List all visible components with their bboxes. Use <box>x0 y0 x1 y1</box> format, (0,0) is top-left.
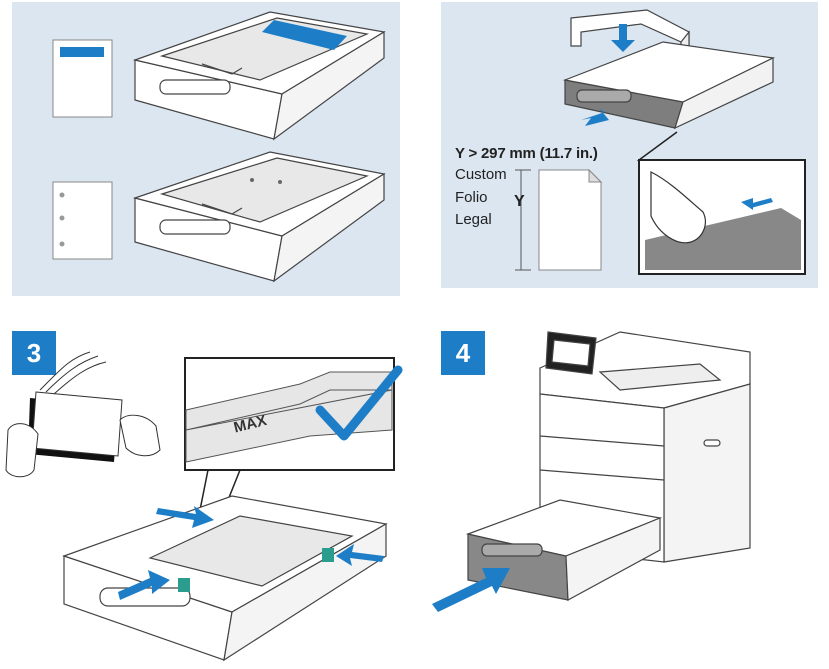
insert-tray-illustration <box>0 0 829 669</box>
